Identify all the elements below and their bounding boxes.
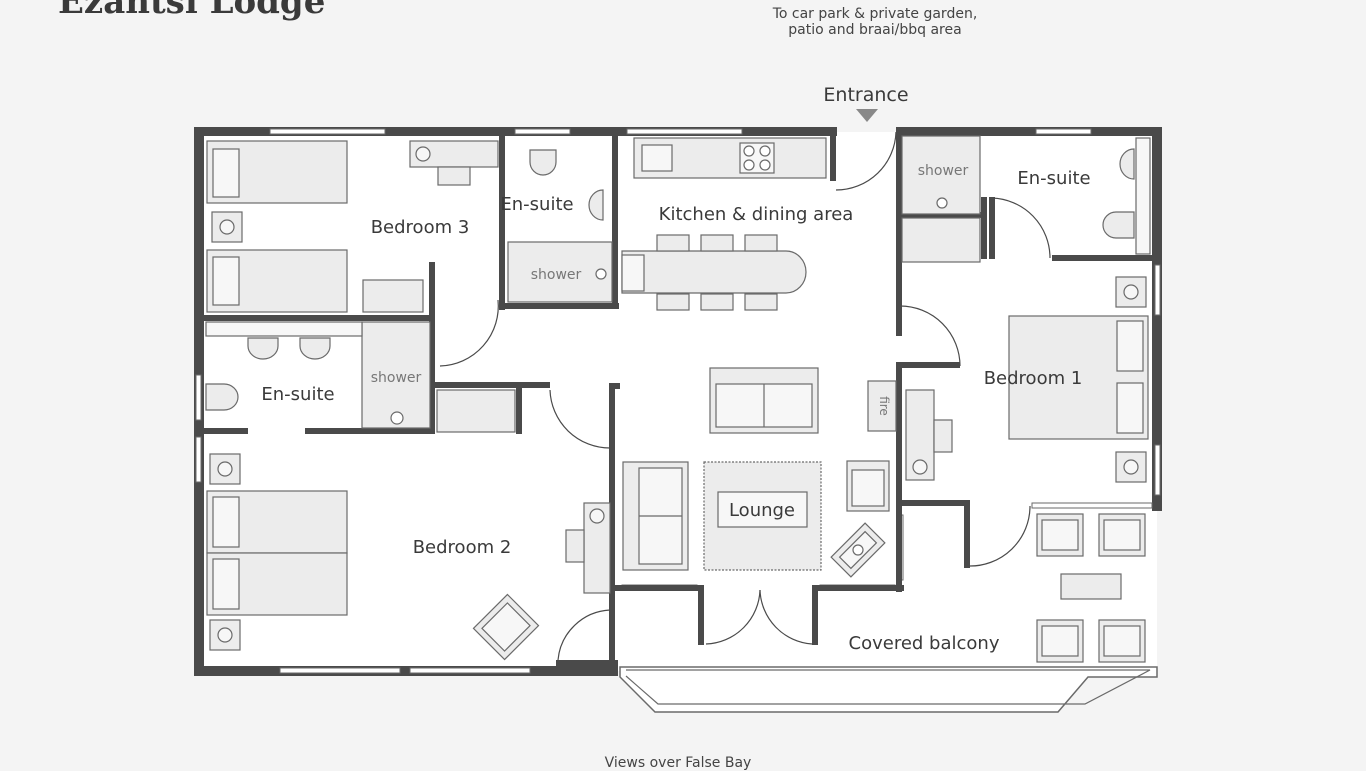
shower-right-label: shower	[918, 163, 969, 179]
lodge-title: Ezantsi Lodge	[58, 0, 326, 22]
en-suite-top-label: En-suite	[500, 194, 573, 215]
bedroom-2-label: Bedroom 2	[413, 537, 512, 558]
desk	[409, 140, 499, 168]
entrance-label: Entrance	[823, 84, 908, 106]
coffee-table	[717, 491, 808, 528]
shower-left	[361, 321, 431, 429]
covered-balcony-label: Covered balcony	[849, 633, 1000, 654]
balcony-outline	[619, 666, 1158, 713]
shower-top-label: shower	[531, 267, 582, 283]
luggage-rack	[362, 279, 424, 313]
shower-left-label: shower	[371, 370, 422, 386]
balcony-table	[1060, 573, 1122, 600]
bedroom-3-label: Bedroom 3	[371, 217, 470, 238]
balcony-rail	[625, 669, 1151, 705]
shower-top	[507, 241, 613, 303]
wardrobe-b2	[436, 389, 516, 433]
door-swings	[439, 131, 1051, 661]
floor-area	[200, 132, 1157, 671]
fire-label: fire	[877, 396, 891, 416]
car-park-note-line2: patio and braai/bbq area	[788, 22, 962, 38]
kitchen-label: Kitchen & dining area	[659, 204, 854, 225]
bedroom-1-label: Bedroom 1	[984, 368, 1083, 389]
interior-walls	[200, 136, 1152, 674]
lounge-label: Lounge	[729, 500, 795, 521]
car-park-note-line1: To car park & private garden,	[772, 6, 978, 22]
en-suite-right-label: En-suite	[1017, 168, 1090, 189]
fireplace	[867, 380, 897, 432]
en-suite-left-label: En-suite	[261, 384, 334, 405]
entrance-arrow-icon	[856, 109, 878, 122]
furniture	[205, 135, 1151, 663]
car-park-note: To car park & private garden, patio and …	[760, 6, 990, 38]
views-note: Views over False Bay	[604, 755, 752, 771]
breakfast-bar	[621, 250, 807, 294]
